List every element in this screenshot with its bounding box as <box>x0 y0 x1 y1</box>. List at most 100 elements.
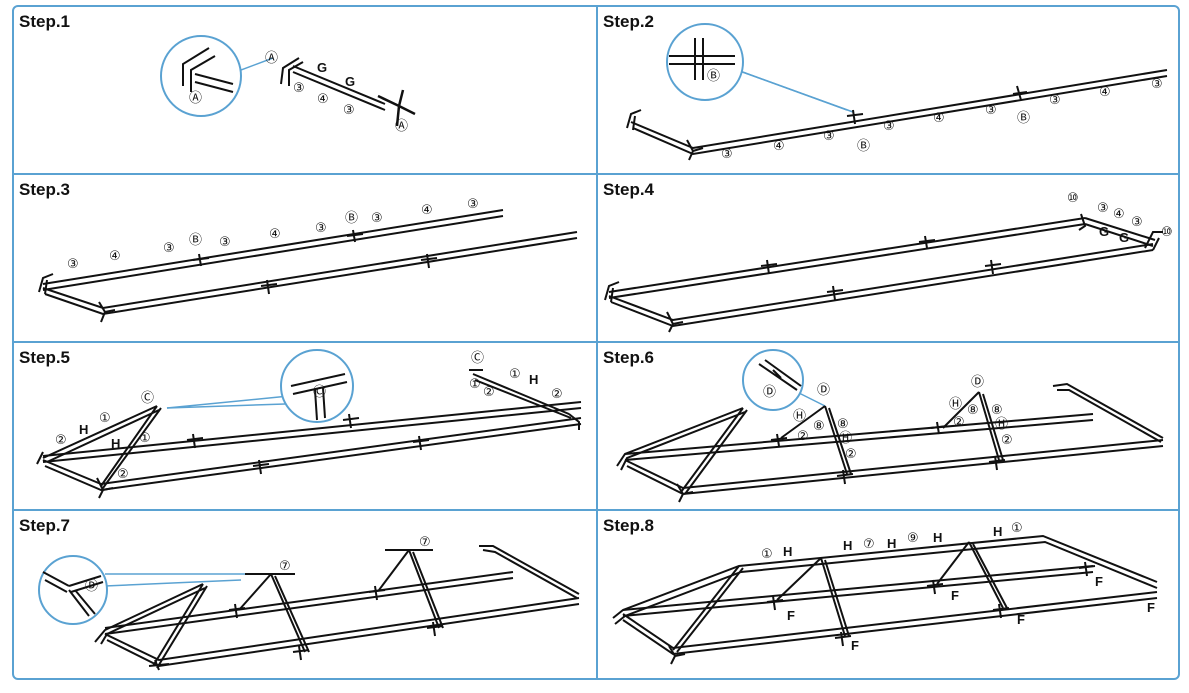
frame-pipe <box>604 281 620 303</box>
frame-pipe <box>776 541 1008 637</box>
frame-pipe <box>612 534 1158 625</box>
frame-pipe <box>1052 382 1164 443</box>
label-4: ④ <box>269 227 281 242</box>
step-6-panel: Step.6 Ⓓ Ⓓ Ⓗ ⑧ ⑧ Ⓗ ② ② Ⓓ Ⓗ ⑧ ⑧ Ⓗ ② ② <box>597 342 1179 508</box>
label-f: F <box>851 638 859 653</box>
label-2: ② <box>483 385 495 400</box>
frame-pipe <box>377 89 416 127</box>
label-10: ⑩ <box>1161 225 1173 240</box>
label-4: ④ <box>773 139 785 154</box>
label-g: G <box>1119 230 1129 245</box>
label-h: H <box>993 524 1002 539</box>
label-g: G <box>1099 224 1109 239</box>
label-g-1: G <box>317 60 327 75</box>
label-h: Ⓗ <box>995 417 1008 432</box>
frame-pipe <box>290 373 348 421</box>
label-3: ③ <box>985 103 997 118</box>
frame-pipe <box>104 579 242 587</box>
step-7-title: Step.7 <box>19 516 71 535</box>
label-4: ④ <box>317 92 329 107</box>
frame-pipe <box>42 209 504 291</box>
label-3: ③ <box>1097 201 1109 216</box>
label-3: ③ <box>1049 93 1061 108</box>
label-2: ② <box>55 433 67 448</box>
label-3: ③ <box>67 257 79 272</box>
step-1-drawing: Ⓐ G G ③ ④ ③ Ⓐ Ⓐ <box>160 35 416 134</box>
step-7-drawing: Ⓓ ⑦ ⑦ <box>38 535 580 671</box>
zoom-detail-circle <box>742 349 804 411</box>
label-h: H <box>783 544 792 559</box>
label-2: ② <box>953 415 965 430</box>
label-c: Ⓒ <box>471 351 484 366</box>
label-b: Ⓑ <box>345 211 358 226</box>
label-4: ④ <box>1099 85 1111 100</box>
frame-pipe <box>280 57 304 86</box>
step-2-title: Step.2 <box>603 12 655 31</box>
frame-pipe <box>469 369 580 430</box>
step-3-title: Step.3 <box>19 180 71 199</box>
frame-pipe <box>666 235 1002 333</box>
label-8: ⑧ <box>837 417 849 432</box>
label-10: ⑩ <box>1067 191 1079 206</box>
label-h: H <box>887 536 896 551</box>
label-h: H <box>529 372 538 387</box>
row-divider-1 <box>12 173 1180 175</box>
label-1: ① <box>1011 521 1023 536</box>
label-2: ② <box>845 447 857 462</box>
label-3-2: ③ <box>343 103 355 118</box>
frame-pipe <box>479 545 580 599</box>
frame-pipe <box>626 109 642 131</box>
frame-pipe <box>1144 231 1163 251</box>
label-b: Ⓑ <box>857 139 870 154</box>
label-1: ① <box>469 377 481 392</box>
step-6-title: Step.6 <box>603 348 655 367</box>
step-4-drawing: ⑩ ③ ④ ③ G G ⑩ <box>604 191 1173 333</box>
label-d: Ⓓ <box>817 383 830 398</box>
step-4-title: Step.4 <box>603 180 655 199</box>
step-2-panel: Step.2 Ⓑ ③ ④ ③ Ⓑ ③ ④ ③ Ⓑ ③ ④ ③ <box>597 6 1179 172</box>
frame-pipe <box>758 359 802 391</box>
frame-pipe <box>98 301 116 323</box>
label-h: H <box>843 538 852 553</box>
zoom-detail-circle <box>280 349 354 423</box>
frame-pipe <box>42 405 162 489</box>
frame-pipe <box>676 421 1006 503</box>
row-divider-2 <box>12 341 1180 343</box>
label-h: H <box>111 436 120 451</box>
step-5-title: Step.5 <box>19 348 71 367</box>
label-d: Ⓓ <box>971 375 984 390</box>
frame-pipe <box>672 565 744 653</box>
label-g-2: G <box>345 74 355 89</box>
zoom-detail-circle <box>666 23 744 101</box>
frame-pipe <box>608 217 1086 299</box>
frame-pipe <box>166 395 290 409</box>
label-8: ⑧ <box>967 403 979 418</box>
step-8-drawing: ① H H ⑦ H ⑨ H H ① F F F F F F <box>612 521 1158 665</box>
frame-pipe <box>1078 213 1087 231</box>
step-4-panel: Step.4 ⑩ ③ ④ ③ G G ⑩ <box>597 174 1179 340</box>
frame-pipe <box>686 139 704 161</box>
step-2-drawing: Ⓑ ③ ④ ③ Ⓑ ③ ④ ③ Ⓑ ③ ④ ③ <box>626 23 1168 162</box>
label-3: ③ <box>371 211 383 226</box>
label-7: ⑦ <box>419 535 431 550</box>
label-h: H <box>933 530 942 545</box>
step-3-drawing: ③ ④ ③ Ⓑ ③ ④ ③ Ⓑ ③ ④ ③ <box>38 197 578 323</box>
step-7-panel: Step.7 Ⓓ ⑦ ⑦ <box>13 510 595 676</box>
frame-pipe <box>846 85 1028 125</box>
frame-pipe <box>238 549 444 653</box>
label-h: H <box>79 422 88 437</box>
label-h: Ⓗ <box>793 409 806 424</box>
label-f: F <box>1017 612 1025 627</box>
frame-pipe <box>630 69 1168 156</box>
label-3: ③ <box>467 197 479 212</box>
label-b: Ⓑ <box>189 233 202 248</box>
label-7: ⑦ <box>279 559 291 574</box>
label-4: ④ <box>421 203 433 218</box>
label-2: ② <box>551 387 563 402</box>
label-f: F <box>951 588 959 603</box>
label-1: ① <box>761 547 773 562</box>
frame-pipe <box>736 69 848 111</box>
frame-pipe <box>668 561 1096 665</box>
frame-pipe <box>292 65 386 111</box>
